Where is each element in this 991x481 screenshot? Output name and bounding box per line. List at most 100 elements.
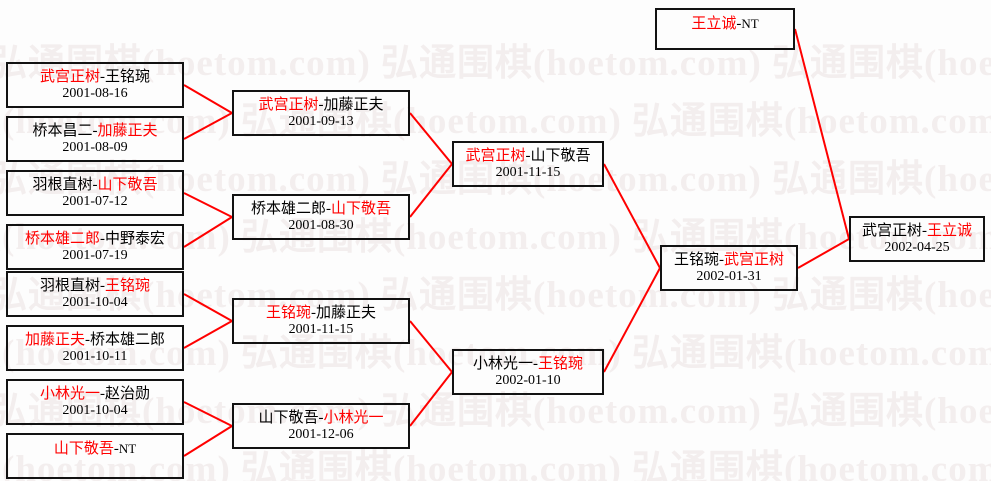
winner-name: 桥本雄二郎 xyxy=(24,230,100,247)
match-date: 2001-12-06 xyxy=(288,426,354,442)
match-date: 2001-09-13 xyxy=(288,113,354,129)
match-date: 2001-07-12 xyxy=(62,193,128,209)
loser-name: 加藤正夫 xyxy=(316,304,377,321)
bracket-connector xyxy=(183,401,233,427)
match-players: 小林光一-王铭琬 xyxy=(473,356,583,373)
loser-name: 加藤正夫 xyxy=(323,96,384,113)
winner-name: 王立诚 xyxy=(927,222,973,239)
match-players: 小林光一-赵治勋 xyxy=(40,386,150,403)
bracket-connector xyxy=(794,28,850,240)
player-separator: - xyxy=(100,277,105,294)
winner-name: 武宫正树 xyxy=(258,96,319,113)
player-separator: - xyxy=(100,230,105,247)
match-players: 桥本雄二郎-中野泰宏 xyxy=(25,231,165,248)
bracket-connector xyxy=(183,112,233,140)
loser-name: 小林光一 xyxy=(472,355,533,372)
match-players: 羽根直树-王铭琬 xyxy=(40,278,150,295)
match-players: 武宫正树-山下敬吾 xyxy=(465,148,590,165)
player-separator: - xyxy=(533,355,538,372)
match-box[interactable]: 山下敬吾-NT xyxy=(6,433,184,479)
match-players: 山下敬吾-NT xyxy=(54,441,136,458)
bracket-connector xyxy=(183,84,233,114)
loser-name: 武宫正树 xyxy=(861,222,922,239)
match-date: 2001-10-04 xyxy=(62,294,128,310)
bracket-connector xyxy=(183,425,233,457)
match-date: 2002-04-25 xyxy=(884,239,950,255)
match-box[interactable]: 王立诚-NT xyxy=(655,8,795,50)
match-players: 王立诚-NT xyxy=(691,16,758,33)
player-separator: - xyxy=(736,16,742,32)
match-date: 2001-08-16 xyxy=(62,85,128,101)
winner-name: 山下敬吾 xyxy=(53,441,114,457)
winner-name: 王立诚 xyxy=(691,16,737,32)
winner-name: 王铭琬 xyxy=(265,304,311,321)
bracket-connector xyxy=(603,163,661,269)
player-separator: - xyxy=(318,409,324,426)
match-players: 武宫正树-王立诚 xyxy=(862,223,972,240)
player-separator: - xyxy=(113,441,119,457)
player-separator: - xyxy=(85,331,90,348)
winner-name: 武宫正树 xyxy=(39,68,100,85)
match-players: 武宫正树-王铭琬 xyxy=(40,69,150,86)
bracket-connector xyxy=(183,293,233,322)
loser-name: 山下敬吾 xyxy=(530,147,591,164)
player-separator: - xyxy=(318,96,324,113)
player-separator: - xyxy=(100,68,105,85)
player-separator: - xyxy=(92,176,98,193)
winner-name: 山下敬吾 xyxy=(97,176,158,193)
player-separator: - xyxy=(525,147,531,164)
winner-name: 王铭琬 xyxy=(538,355,584,372)
match-players: 王铭琬-加藤正夫 xyxy=(266,305,376,322)
match-date: 2001-11-15 xyxy=(495,164,561,180)
match-date: 2002-01-10 xyxy=(495,372,561,388)
winner-name: 山下敬吾 xyxy=(331,200,392,217)
match-date: 2001-10-11 xyxy=(62,348,128,364)
player-separator: - xyxy=(311,304,316,321)
loser-name: 桥本雄二郎 xyxy=(250,200,326,217)
loser-name: 桥本昌二 xyxy=(32,122,93,139)
loser-name: 王铭琬 xyxy=(673,251,719,268)
bracket-connector xyxy=(409,371,453,427)
match-players: 王铭琬-武宫正树 xyxy=(674,252,784,269)
match-date: 2001-08-30 xyxy=(288,217,354,233)
winner-name: 加藤正夫 xyxy=(24,331,85,348)
match-players: 加藤正夫-桥本雄二郎 xyxy=(25,332,165,349)
match-date: 2001-11-15 xyxy=(288,321,354,337)
loser-name: NT xyxy=(741,16,759,31)
winner-name: 武宫正树 xyxy=(724,251,785,268)
bracket-connector xyxy=(409,163,453,218)
bracket-connector xyxy=(183,192,233,218)
player-separator: - xyxy=(100,385,105,402)
loser-name: 中野泰宏 xyxy=(105,230,166,247)
match-players: 羽根直树-山下敬吾 xyxy=(32,177,157,194)
bracket-connector xyxy=(603,267,661,373)
winner-name: 小林光一 xyxy=(323,409,384,426)
winner-name: 武宫正树 xyxy=(465,147,526,164)
match-date: 2002-01-31 xyxy=(696,268,762,284)
match-players: 桥本雄二郎-山下敬吾 xyxy=(251,201,391,218)
bracket-connector xyxy=(409,320,453,373)
winner-name: 小林光一 xyxy=(39,385,100,402)
loser-name: 羽根直树 xyxy=(39,277,100,294)
match-date: 2001-08-09 xyxy=(62,139,128,155)
winner-name: 加藤正夫 xyxy=(97,122,158,139)
bracket-connector xyxy=(409,112,453,165)
loser-name: 桥本雄二郎 xyxy=(90,331,166,348)
bracket-connector xyxy=(183,320,233,349)
